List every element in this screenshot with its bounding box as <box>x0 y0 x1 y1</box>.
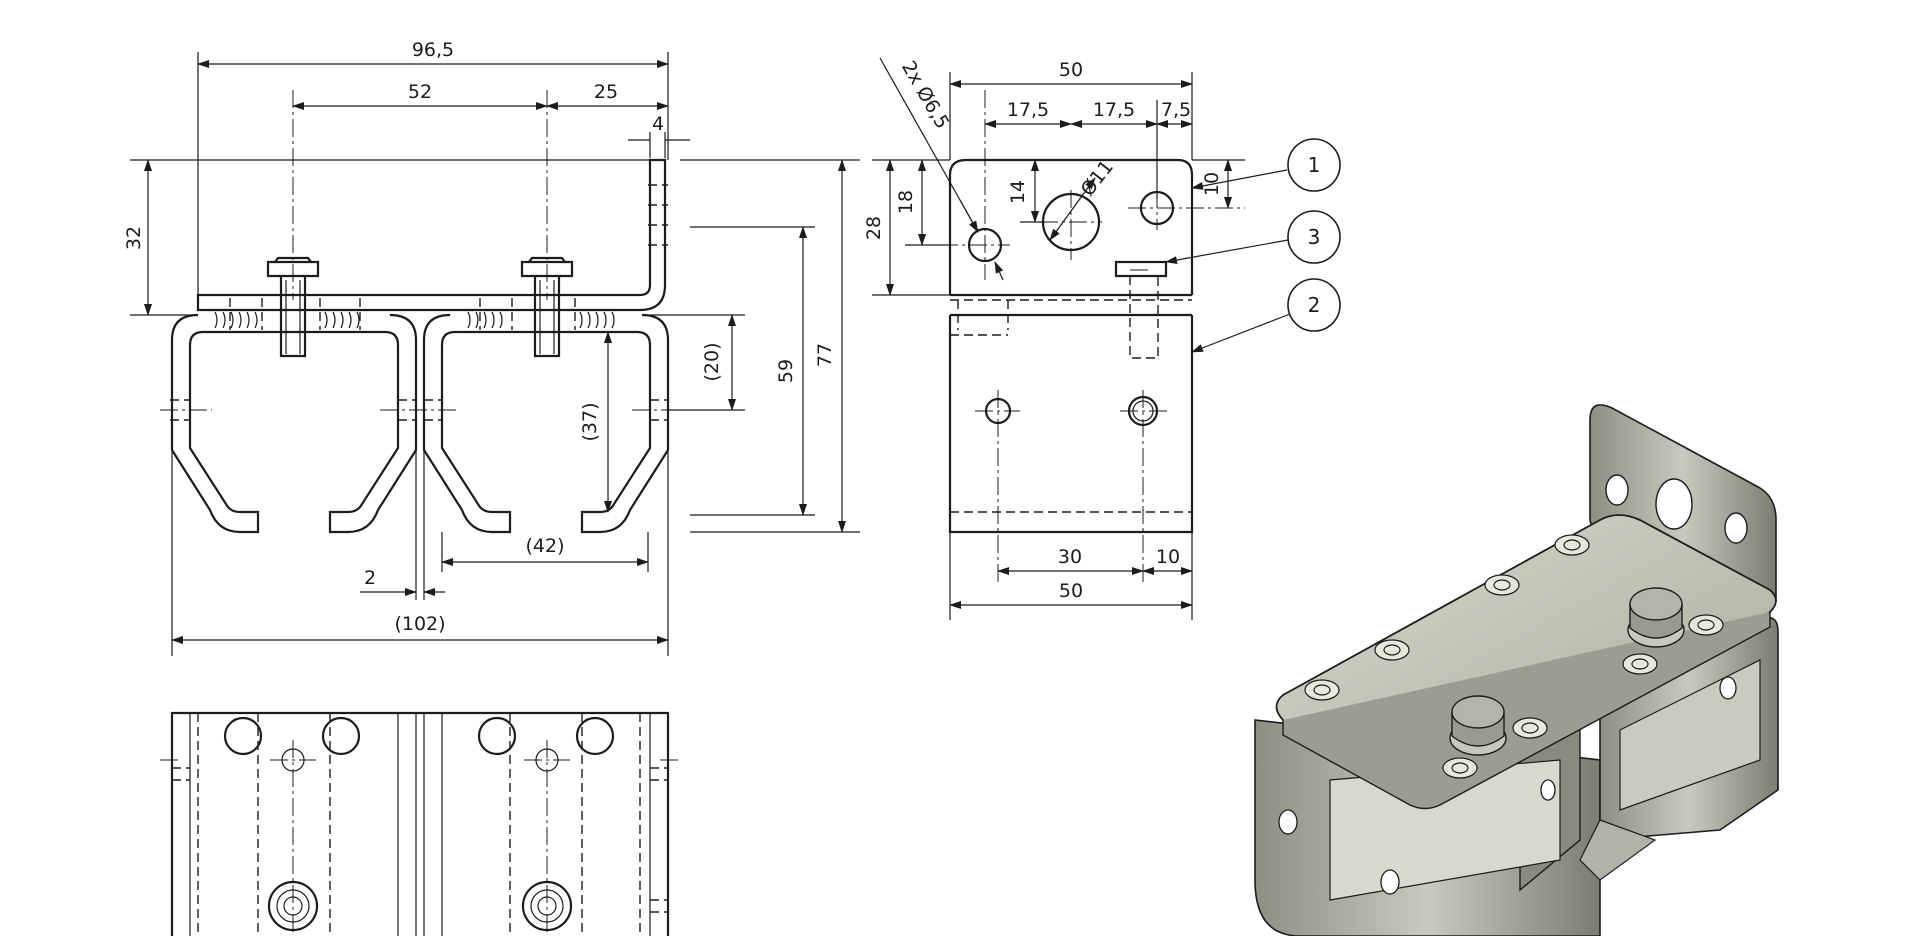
front-view <box>160 90 682 534</box>
dim-height-77: 77 <box>814 343 836 367</box>
dim-hole-spacing-a: 17,5 <box>1007 99 1049 121</box>
front-view-dimensions: 96,5 52 25 4 32 59 77 (20) (37) (42) 2 (… <box>123 39 860 656</box>
balloon-1: 1 <box>1191 138 1341 192</box>
svg-text:1: 1 <box>1308 153 1321 177</box>
isometric-view <box>1254 404 1779 936</box>
dim-ref-20: (20) <box>701 342 723 381</box>
dim-gap-2: 2 <box>364 567 376 589</box>
svg-text:2: 2 <box>1308 293 1321 317</box>
dim-overall-top: 96,5 <box>412 39 454 61</box>
dim-bottom-10: 10 <box>1156 546 1180 568</box>
svg-text:3: 3 <box>1308 225 1321 249</box>
dim-bottom-50: 50 <box>1059 580 1083 602</box>
dim-ref-42: (42) <box>525 535 564 557</box>
balloon-3: 3 <box>1165 210 1341 264</box>
dim-hole-spacing-c: 7,5 <box>1161 99 1191 121</box>
dim-ref-37: (37) <box>579 402 601 441</box>
dim-bottom-30: 30 <box>1058 546 1082 568</box>
dim-overall-bottom: (102) <box>394 613 445 635</box>
top-view <box>160 711 680 936</box>
dim-bolt-to-edge: 25 <box>594 81 618 103</box>
dim-hole-callout: 2x Ø6,5 <box>897 57 953 133</box>
dim-side-28: 28 <box>863 216 885 240</box>
dim-height-59: 59 <box>775 359 797 383</box>
dim-side-width-top: 50 <box>1059 59 1083 81</box>
dim-side-18: 18 <box>895 190 917 214</box>
dim-bolt-spacing: 52 <box>408 81 432 103</box>
balloon-2: 2 <box>1191 278 1341 353</box>
dim-hole-spacing-b: 17,5 <box>1093 99 1135 121</box>
dim-plate-height: 32 <box>123 226 145 250</box>
dim-side-14: 14 <box>1007 180 1029 204</box>
dim-flange-thickness: 4 <box>652 113 664 135</box>
side-view <box>940 90 1245 585</box>
side-view-dimensions: 50 17,5 17,5 7,5 2x Ø6,5 Ø11 28 18 14 10… <box>863 57 1245 620</box>
